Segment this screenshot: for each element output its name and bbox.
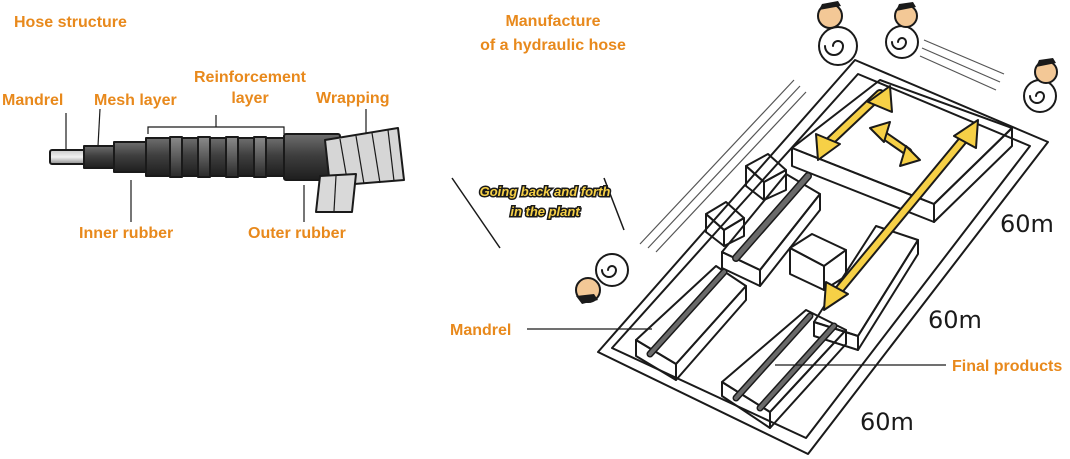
wrapping-tape — [315, 127, 405, 213]
reinforcement-ribs — [169, 136, 267, 178]
hose-structure-section: Hose structure — [2, 14, 405, 242]
snail-character-icon — [885, 2, 919, 59]
label-outer-rubber: Outer rubber — [248, 225, 346, 242]
caption-brackets — [451, 177, 625, 249]
label-final-products: Final products — [952, 358, 1062, 375]
plant-large-platform — [791, 79, 1013, 223]
double-arrow-icon — [823, 119, 979, 311]
caption-going-back-line1: Going back and forth — [480, 184, 611, 199]
manufacture-title-line1: Manufacture — [505, 13, 600, 30]
mandrel-core — [49, 149, 89, 165]
label-reinforcement-line2: layer — [231, 90, 268, 107]
label-mandrel: Mandrel — [2, 92, 63, 109]
caption-going-back-line2: in the plant — [510, 204, 580, 219]
label-wrapping: Wrapping — [316, 90, 389, 107]
hose-structure-title: Hose structure — [14, 14, 127, 31]
label-mesh-layer: Mesh layer — [94, 92, 177, 109]
dimension-label: 60m — [1000, 210, 1054, 238]
dimension-label: 60m — [860, 408, 914, 436]
snail-character-icon — [575, 253, 629, 304]
snail-character-icon — [817, 1, 858, 66]
label-manufacture-mandrel: Mandrel — [450, 322, 511, 339]
double-arrow-icon — [869, 121, 921, 167]
manufacture-section: Manufacture of a hydraulic hose — [450, 1, 1062, 455]
plant-floor — [597, 59, 1049, 455]
double-arrow-icon — [815, 85, 893, 161]
mesh-layer-segment — [113, 141, 151, 173]
mandrel-rods — [646, 172, 838, 412]
hose-cross-section-drawing — [49, 127, 405, 213]
label-inner-rubber: Inner rubber — [79, 225, 173, 242]
snail-character-icon — [1023, 58, 1058, 113]
hose-label-leaders — [65, 108, 367, 222]
motion-speed-lines — [639, 39, 1005, 253]
motion-arrows — [815, 85, 979, 311]
inner-rubber-segment — [83, 145, 119, 169]
label-reinforcement-line1: Reinforcement — [194, 69, 307, 86]
dimension-label: 60m — [928, 306, 982, 334]
manufacture-title-line2: of a hydraulic hose — [480, 37, 626, 54]
